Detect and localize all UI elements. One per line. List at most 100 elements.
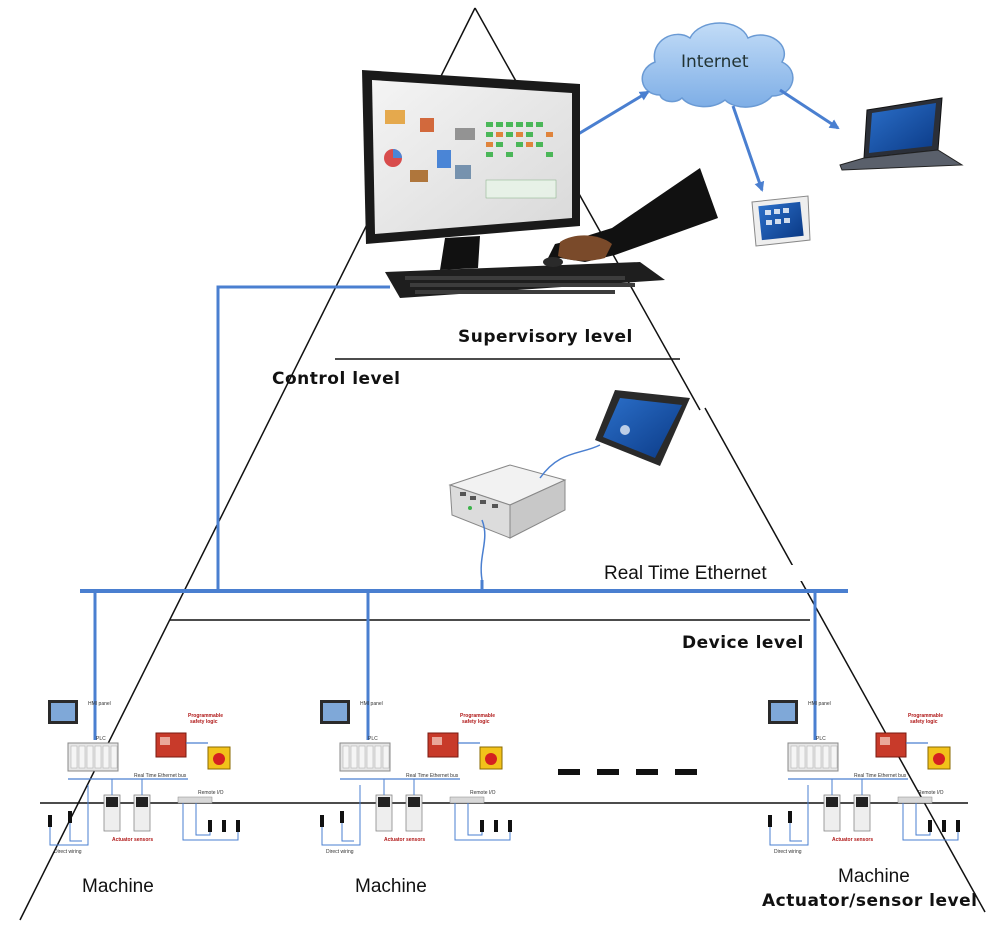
- plc-module: [78, 745, 86, 769]
- drive-1-display: [378, 797, 390, 807]
- plc-label: PLC: [368, 736, 378, 742]
- direct-wiring-label: Direct wiring: [326, 849, 354, 855]
- plc-module: [110, 745, 118, 769]
- plc-module: [374, 745, 382, 769]
- drive-2-display: [856, 797, 868, 807]
- remote-io-wiring-2: [915, 803, 931, 836]
- plc-module: [70, 745, 78, 769]
- internet-cloud: Internet: [641, 22, 794, 108]
- direct-wiring-label: Direct wiring: [774, 849, 802, 855]
- drive-2-display: [408, 797, 420, 807]
- safety-label-line1: Programmable: [460, 713, 495, 719]
- hmi-label: HMI panel: [808, 701, 831, 707]
- remote-io-label: Remote I/O: [198, 790, 224, 796]
- sensor-left-1: [48, 815, 52, 827]
- controller-to-ethernet-cable: [480, 519, 486, 581]
- keyboard-icon: [385, 262, 665, 298]
- hmi-panel-screen: [51, 703, 75, 721]
- sensor-right-2: [942, 820, 946, 832]
- cloud-to-laptop-arrow: [779, 88, 840, 130]
- dash-2: [597, 769, 619, 775]
- remote-io-wiring: [454, 803, 511, 841]
- dash-1: [558, 769, 580, 775]
- direct-wiring-2: [789, 823, 802, 842]
- emergency-stop-button: [213, 753, 225, 765]
- real-time-ethernet-label: Real Time Ethernet: [604, 563, 767, 584]
- actuator-sensor-level-label: Actuator/sensor level: [762, 891, 977, 911]
- hmi-panel-screen: [771, 703, 795, 721]
- remote-io-wiring-2: [467, 803, 483, 836]
- bus-label: Real Time Ethernet bus: [406, 773, 459, 779]
- pyramid-right-edge-upper: [474, 7, 701, 411]
- direct-wiring: [49, 785, 89, 846]
- dash-3: [636, 769, 658, 775]
- plc-module: [86, 745, 94, 769]
- continuation-dashes: [558, 769, 697, 775]
- supervisory-monitor-icon: [362, 70, 580, 270]
- ethernet-label-bg: [780, 565, 860, 581]
- direct-wiring-label: Direct wiring: [54, 849, 82, 855]
- sensor-left-1: [768, 815, 772, 827]
- remote-io-wiring: [182, 803, 239, 841]
- plc-label: PLC: [816, 736, 826, 742]
- remote-io-wiring-2: [195, 803, 211, 836]
- bus-label: Real Time Ethernet bus: [854, 773, 907, 779]
- dash-4: [675, 769, 697, 775]
- hmi-label: HMI panel: [88, 701, 111, 707]
- remote-io-icon: [177, 796, 213, 804]
- remote-io-wiring: [902, 803, 959, 841]
- plc-module: [806, 745, 814, 769]
- safety-logic-display: [432, 737, 442, 745]
- pyramid-right-edge-lower: [704, 407, 986, 913]
- direct-wiring: [321, 785, 361, 846]
- sensor-right-3: [236, 820, 240, 832]
- machine-label-2: Machine: [355, 876, 427, 897]
- tablet-icon: [751, 195, 811, 247]
- sensor-right-3: [508, 820, 512, 832]
- plc-module: [350, 745, 358, 769]
- plc-module: [382, 745, 390, 769]
- machine-label-1: Machine: [82, 876, 154, 897]
- plc-module: [830, 745, 838, 769]
- safety-label-line1: Programmable: [188, 713, 223, 719]
- sensor-left-1: [320, 815, 324, 827]
- actuator-label: Actuator sensors: [832, 837, 873, 843]
- remote-io-label: Remote I/O: [470, 790, 496, 796]
- plc-module: [94, 745, 102, 769]
- sensor-right-1: [928, 820, 932, 832]
- emergency-stop-button: [933, 753, 945, 765]
- plc-module: [366, 745, 374, 769]
- plc-module: [102, 745, 110, 769]
- operator-hand-icon: [543, 168, 718, 267]
- sensor-left-2: [340, 811, 344, 823]
- drive-1-display: [106, 797, 118, 807]
- safety-logic-display: [160, 737, 170, 745]
- remote-io-icon: [897, 796, 933, 804]
- monitor-to-ethernet-line: [216, 285, 390, 590]
- direct-wiring-2: [341, 823, 354, 842]
- actuator-label: Actuator sensors: [384, 837, 425, 843]
- sensor-right-2: [222, 820, 226, 832]
- controller-box-icon: [448, 464, 567, 539]
- remote-io-icon: [449, 796, 485, 804]
- laptop-icon: [839, 97, 964, 171]
- safety-label-line1: Programmable: [908, 713, 943, 719]
- safety-label-line2: safety logic: [190, 719, 218, 725]
- sensor-left-2: [788, 811, 792, 823]
- controller-to-panel-cable: [539, 444, 601, 479]
- emergency-stop-button: [485, 753, 497, 765]
- safety-label-line2: safety logic: [462, 719, 490, 725]
- plc-module: [798, 745, 806, 769]
- sensor-right-1: [480, 820, 484, 832]
- machine-label-3: Machine: [838, 866, 910, 887]
- internet-label: Internet: [681, 52, 749, 72]
- drive-2-display: [136, 797, 148, 807]
- drive-1-display: [826, 797, 838, 807]
- supervisory-link: [216, 285, 390, 590]
- supervisory-level-label: Supervisory level: [458, 327, 633, 347]
